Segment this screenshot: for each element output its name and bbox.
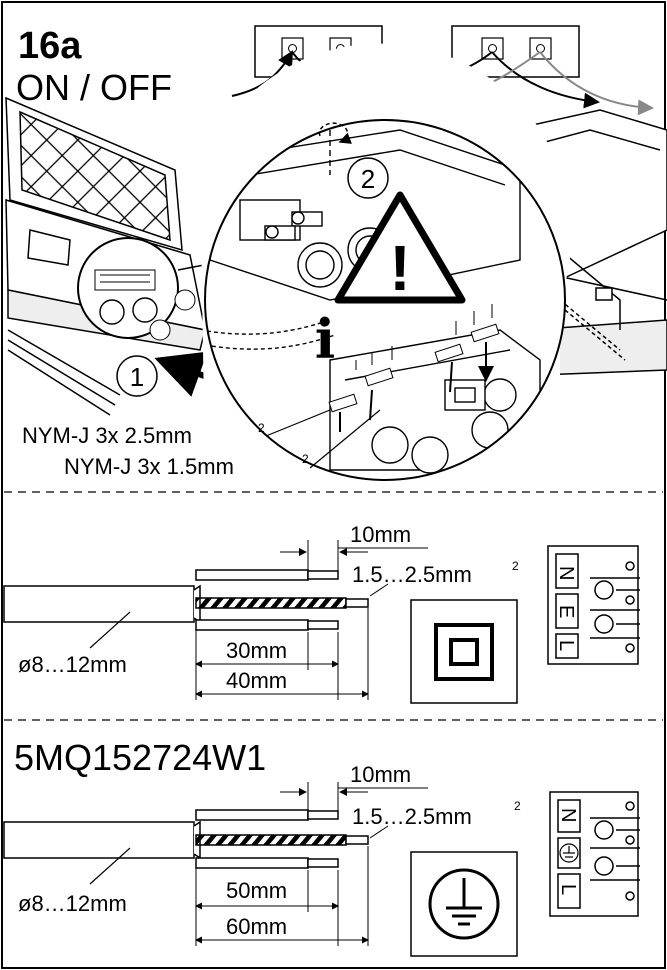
terminal-letter-n: N: [555, 566, 577, 580]
protective-earth-icon: [410, 851, 518, 957]
cable-clip-left: [328, 304, 499, 432]
model-number: 5MQ152724W1: [14, 737, 266, 778]
outer-length-label: 40mm: [226, 668, 287, 693]
cable-spec-labels: NYM-J 3x 2.5mm 2 NYM-J 3x 1.5mm 2: [22, 409, 381, 479]
connector-detail-circle: [77, 237, 241, 341]
cable-diameter-label: ø8…12mm: [18, 652, 127, 677]
strip-length-dimension: [280, 782, 428, 812]
terminal-detail-magnified: 2 ! i: [200, 43, 572, 481]
terminal-letter-l: L: [555, 640, 577, 651]
panel-wiring-overview: 16a ON / OFF: [5, 25, 667, 481]
terminal-block-n-e-l: [547, 545, 640, 665]
terminal-letter-e: E: [555, 605, 577, 618]
svg-text:1: 1: [130, 362, 144, 392]
svg-text:2: 2: [302, 452, 309, 466]
terminal-block-n-earth-l: [549, 791, 640, 917]
strip-length-label: 10mm: [350, 762, 411, 787]
info-icon: i: [315, 307, 336, 371]
cable-diameter-label: ø8…12mm: [18, 891, 127, 916]
rotate-arrow-icon: [318, 122, 352, 144]
outer-length-label: 60mm: [226, 914, 287, 939]
panel-class-ii-cable-prep: 10mm 1.5…2.5mm 2 ø8…12mm 30mm 40mm: [3, 522, 640, 704]
svg-text:2: 2: [514, 799, 521, 813]
terminal-letter-n: N: [557, 808, 579, 822]
on-off-label: ON / OFF: [16, 67, 172, 108]
terminal-earth-icon: [559, 843, 579, 863]
strip-length-dimension: [280, 540, 428, 572]
length-dimensions: [195, 608, 369, 700]
svg-text:2: 2: [258, 421, 265, 435]
inner-length-label: 50mm: [226, 878, 287, 903]
panel-earthed-cable-prep: 5MQ152724W1 10mm 1.5…2.5mm 2 ø8…12mm: [3, 737, 640, 957]
warning-triangle-icon: !: [334, 191, 466, 304]
svg-text:NYM-J 3x 2.5mm: NYM-J 3x 2.5mm: [22, 423, 192, 448]
wire-cross-section-label: 1.5…2.5mm: [352, 562, 472, 587]
svg-text:NYM-J 3x 1.5mm: NYM-J 3x 1.5mm: [64, 454, 234, 479]
callout-step-2: [347, 157, 389, 199]
svg-text:2: 2: [512, 559, 519, 573]
step-number: 16a: [18, 25, 82, 67]
svg-text:2: 2: [361, 164, 375, 194]
strip-length-label: 10mm: [350, 522, 411, 547]
stripped-cable-3-core: [3, 569, 369, 631]
callout-step-1-left: 1: [116, 351, 212, 397]
stripped-cable-3-core: [3, 809, 369, 869]
svg-text:!: !: [389, 232, 410, 304]
inner-length-label: 30mm: [226, 638, 287, 663]
wire-cross-section-label: 1.5…2.5mm: [352, 804, 472, 829]
class-ii-double-square-icon: [410, 599, 518, 704]
terminal-letter-l: L: [557, 884, 579, 895]
length-dimensions: [195, 846, 369, 946]
